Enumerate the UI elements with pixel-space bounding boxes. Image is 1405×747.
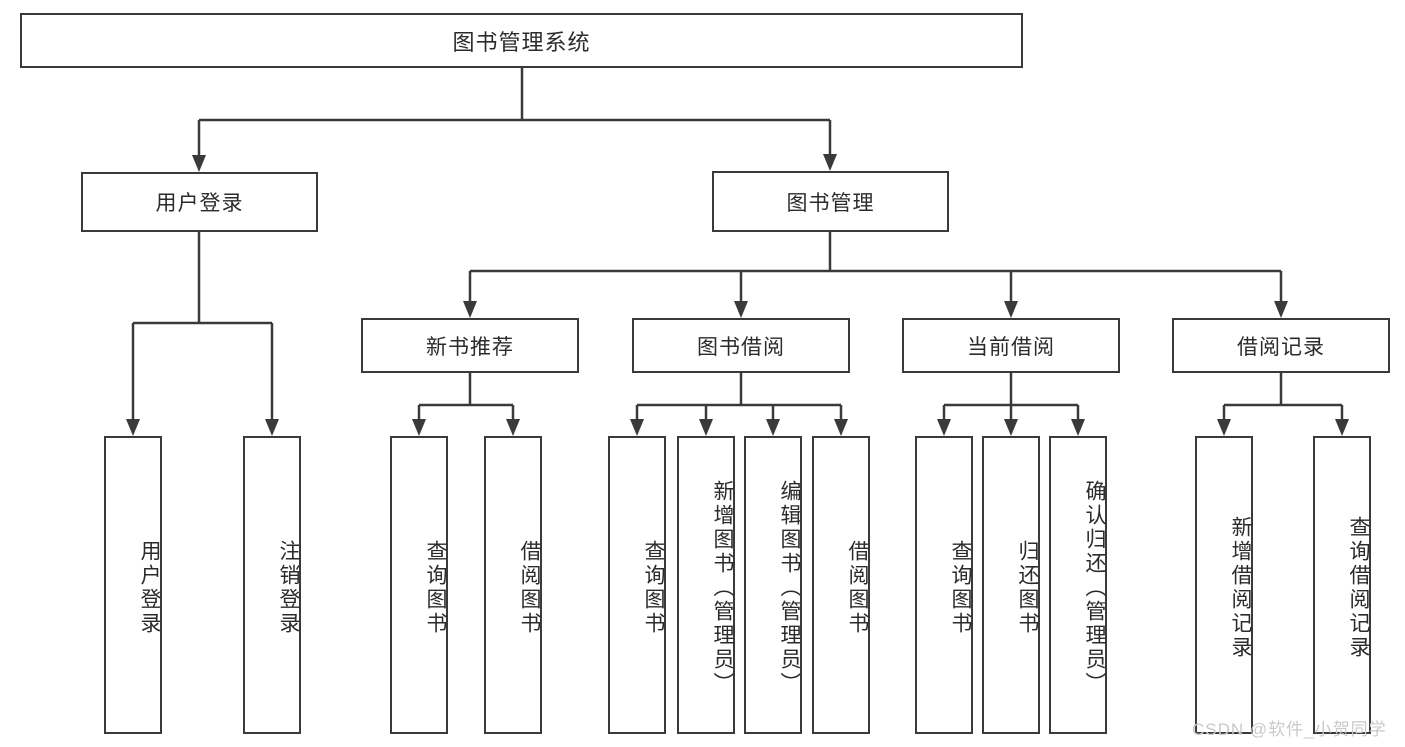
node-label: 确认归还（管理员） (1083, 480, 1106, 696)
node-label: 查询借阅记录 (1347, 516, 1370, 660)
node-level2-2[interactable]: 当前借阅 (902, 318, 1120, 373)
node-level1-1[interactable]: 图书管理 (712, 171, 949, 232)
node-leaf-2[interactable]: 查询图书 (390, 436, 448, 734)
node-level1-0[interactable]: 用户登录 (81, 172, 318, 232)
to-record-arrowhead-icon (1274, 301, 1288, 318)
to-leaf-8-arrowhead-icon (937, 419, 951, 436)
node-label: 查询图书 (424, 540, 447, 636)
node-leaf-11[interactable]: 新增借阅记录 (1195, 436, 1253, 734)
to-borrow-arrowhead-icon (734, 301, 748, 318)
to-leaf-9-arrowhead-icon (1004, 419, 1018, 436)
node-leaf-6[interactable]: 编辑图书（管理员） (744, 436, 802, 734)
node-root[interactable]: 图书管理系统 (20, 13, 1023, 68)
node-label: 用户登录 (155, 192, 244, 215)
to-leaf-0-arrowhead-icon (126, 419, 140, 436)
node-label: 新增借阅记录 (1229, 516, 1252, 660)
to-leaf-3-arrowhead-icon (506, 419, 520, 436)
node-label: 查询图书 (642, 540, 665, 636)
to-leaf-5-arrowhead-icon (699, 419, 713, 436)
node-label: 当前借阅 (967, 335, 1055, 359)
node-leaf-8[interactable]: 查询图书 (915, 436, 973, 734)
node-label: 图书管理系统 (452, 29, 591, 55)
to-leaf-11-arrowhead-icon (1217, 419, 1231, 436)
to-current-arrowhead-icon (1004, 301, 1018, 318)
node-leaf-12[interactable]: 查询借阅记录 (1313, 436, 1371, 734)
node-label: 编辑图书（管理员） (778, 480, 801, 696)
node-label: 注销登录 (277, 540, 300, 636)
node-label: 借阅图书 (518, 540, 541, 636)
node-label: 图书管理 (786, 191, 875, 215)
node-label: 借阅记录 (1237, 335, 1325, 359)
node-leaf-1[interactable]: 注销登录 (243, 436, 301, 734)
to-leaf-4-arrowhead-icon (630, 419, 644, 436)
node-leaf-0[interactable]: 用户登录 (104, 436, 162, 734)
node-leaf-10[interactable]: 确认归还（管理员） (1049, 436, 1107, 734)
to-leaf-12-arrowhead-icon (1335, 419, 1349, 436)
to-leaf-6-arrowhead-icon (766, 419, 780, 436)
to-newbook-arrowhead-icon (463, 301, 477, 318)
node-label: 借阅图书 (846, 540, 869, 636)
node-level2-0[interactable]: 新书推荐 (361, 318, 579, 373)
node-level2-3[interactable]: 借阅记录 (1172, 318, 1390, 373)
node-label: 查询图书 (949, 540, 972, 636)
to-leaf-10-arrowhead-icon (1071, 419, 1085, 436)
node-label: 归还图书 (1016, 540, 1039, 636)
node-label: 图书借阅 (697, 335, 785, 359)
node-leaf-5[interactable]: 新增图书（管理员） (677, 436, 735, 734)
node-leaf-7[interactable]: 借阅图书 (812, 436, 870, 734)
to-user-login-arrowhead-icon (192, 155, 206, 172)
node-label: 新书推荐 (426, 335, 514, 359)
to-leaf-1-arrowhead-icon (265, 419, 279, 436)
to-leaf-7-arrowhead-icon (834, 419, 848, 436)
node-leaf-9[interactable]: 归还图书 (982, 436, 1040, 734)
node-level2-1[interactable]: 图书借阅 (632, 318, 850, 373)
node-label: 用户登录 (138, 540, 161, 636)
to-book-manage-arrowhead-icon (823, 154, 837, 171)
node-leaf-3[interactable]: 借阅图书 (484, 436, 542, 734)
to-leaf-2-arrowhead-icon (412, 419, 426, 436)
node-leaf-4[interactable]: 查询图书 (608, 436, 666, 734)
node-label: 新增图书（管理员） (711, 480, 734, 696)
